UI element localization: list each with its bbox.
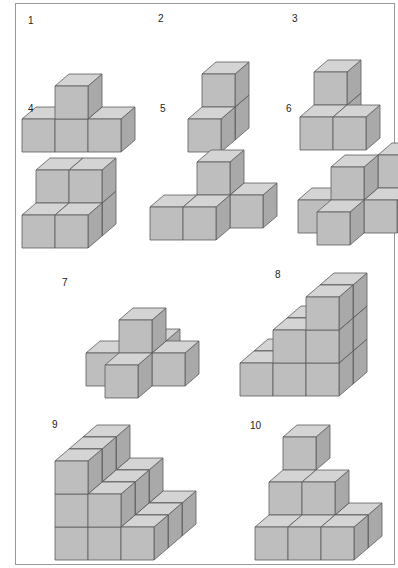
cube-face bbox=[300, 117, 333, 150]
cube-face bbox=[121, 527, 154, 560]
cube-face bbox=[378, 143, 398, 155]
cube-face bbox=[314, 60, 361, 72]
figure-number: 10 bbox=[250, 421, 261, 431]
cube-face bbox=[69, 437, 116, 449]
cube-face bbox=[331, 155, 378, 167]
figure-number: 5 bbox=[160, 104, 166, 114]
cube-face bbox=[83, 425, 130, 437]
figure-number: 3 bbox=[292, 14, 298, 24]
cube-face bbox=[378, 155, 398, 188]
cube-face bbox=[55, 74, 102, 86]
figure-number: 2 bbox=[158, 14, 164, 24]
cube-face bbox=[197, 150, 244, 162]
cube-face bbox=[331, 167, 364, 200]
figure-number: 6 bbox=[286, 104, 292, 114]
figure-number: 1 bbox=[28, 16, 34, 26]
cube-face bbox=[283, 437, 316, 470]
cube-face bbox=[197, 162, 230, 195]
cube-face bbox=[321, 515, 368, 527]
cube-face bbox=[273, 330, 306, 363]
cube-face bbox=[255, 527, 288, 560]
cube-face bbox=[22, 119, 55, 152]
cube-face bbox=[306, 285, 353, 297]
cube-face bbox=[230, 195, 263, 228]
cube-face bbox=[119, 308, 166, 320]
cube-face bbox=[55, 494, 88, 527]
frame bbox=[16, 4, 395, 565]
cube-face bbox=[88, 527, 121, 560]
cube-face bbox=[119, 320, 152, 353]
cube-face bbox=[188, 119, 221, 152]
cube-face bbox=[152, 353, 185, 386]
cube-face bbox=[288, 527, 321, 560]
cube-face bbox=[269, 482, 302, 515]
cube-face bbox=[105, 353, 152, 365]
cube-face bbox=[88, 494, 121, 527]
cube-face bbox=[317, 212, 350, 245]
cube-face bbox=[188, 107, 235, 119]
cube-face bbox=[55, 215, 88, 248]
cube-face bbox=[55, 119, 88, 152]
cube-face bbox=[183, 207, 216, 240]
figure-number: 7 bbox=[62, 278, 68, 288]
cube-face bbox=[36, 170, 69, 203]
cube-face bbox=[364, 200, 397, 233]
cube-face bbox=[202, 62, 249, 74]
cube-face bbox=[306, 363, 339, 396]
figure-number: 8 bbox=[275, 270, 281, 280]
cube-face bbox=[273, 363, 306, 396]
cube-face bbox=[320, 273, 367, 285]
cube-face bbox=[306, 297, 339, 330]
cube-face bbox=[22, 215, 55, 248]
cube-face bbox=[317, 200, 364, 212]
cube-face bbox=[302, 470, 349, 482]
cube-face bbox=[283, 425, 330, 437]
cube-face bbox=[333, 105, 380, 117]
cube-face bbox=[55, 527, 88, 560]
cube-face bbox=[55, 449, 102, 461]
cube-face bbox=[55, 86, 88, 119]
cube-face bbox=[202, 74, 235, 107]
cube-face bbox=[240, 363, 273, 396]
figure-number: 9 bbox=[52, 420, 58, 430]
figure-number: 4 bbox=[28, 104, 34, 114]
cube-face bbox=[314, 72, 347, 105]
cube-face bbox=[302, 482, 335, 515]
cube-face bbox=[321, 527, 354, 560]
cube-face bbox=[105, 365, 138, 398]
cube-face bbox=[150, 207, 183, 240]
cube-face bbox=[69, 158, 116, 170]
cube-face bbox=[333, 117, 366, 150]
cube-face bbox=[69, 170, 102, 203]
cube-face bbox=[88, 119, 121, 152]
cube-face bbox=[55, 203, 102, 215]
cube-face bbox=[183, 195, 230, 207]
cube-face bbox=[55, 461, 88, 494]
cube-face bbox=[306, 330, 339, 363]
